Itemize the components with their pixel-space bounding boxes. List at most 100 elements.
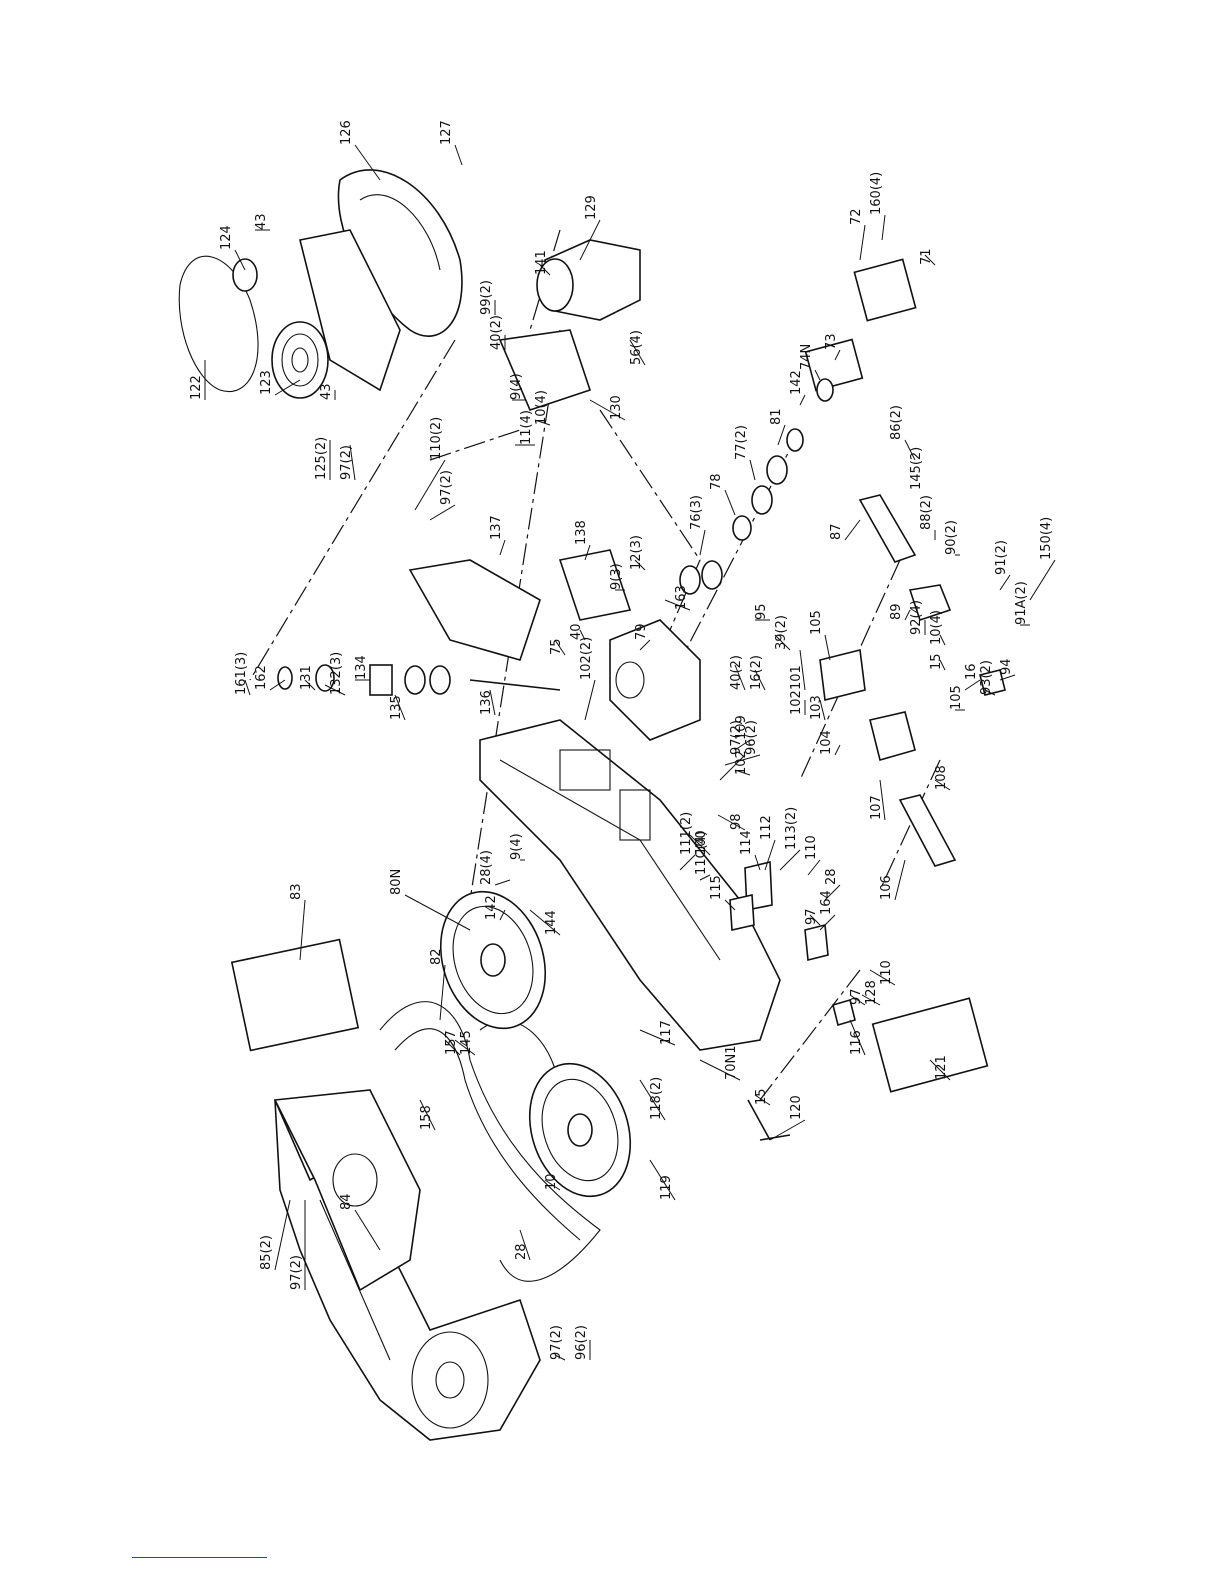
- part-callout: 112: [759, 815, 776, 871]
- part-callout: 105: [949, 685, 965, 711]
- callout-leader: [779, 849, 801, 871]
- part-number-label: 120: [789, 1095, 804, 1120]
- drive-wheel-80N: [439, 890, 547, 1030]
- callout-leader: [554, 1354, 566, 1361]
- gearbox-79: [609, 619, 701, 741]
- callout-leader: [489, 689, 496, 716]
- part-callout: 158: [419, 1099, 436, 1131]
- part-callout: 106: [879, 859, 906, 901]
- part-callout: 114: [739, 830, 761, 871]
- callout-leader: [414, 459, 446, 511]
- callout-leader: [849, 994, 866, 1006]
- plate-137: [408, 559, 541, 661]
- callout-leader: [777, 424, 786, 446]
- part-number-label: 129: [584, 195, 599, 220]
- callout-leader: [499, 909, 506, 921]
- part-callout: 130: [589, 395, 626, 421]
- part-callout: 97(2): [339, 444, 356, 481]
- part-number-label: 110: [879, 960, 894, 985]
- part-number-label: 80N: [389, 869, 404, 895]
- part-callout: 142: [789, 370, 806, 406]
- part-number-label: 141: [534, 250, 549, 275]
- part-number-label: 90(2): [944, 520, 959, 555]
- part-number-label: 116: [849, 1030, 864, 1055]
- part-callout: 78: [709, 473, 736, 516]
- part-callout: 40(2): [729, 655, 746, 691]
- part-callout: 111(2): [679, 812, 696, 871]
- callout-leader: [861, 994, 881, 1006]
- part-number-label: 39(2): [774, 615, 789, 650]
- part-callout: 40(2): [489, 315, 506, 350]
- part-number-label: 108: [934, 765, 949, 790]
- part-callout: 28(4): [479, 850, 511, 886]
- part-number-label: 28(4): [479, 850, 494, 885]
- callout-leader: [634, 559, 646, 571]
- callout-leader: [879, 779, 886, 821]
- part-number-label: 43: [254, 213, 269, 230]
- part-callout: 73: [824, 333, 841, 361]
- part-callout: 110: [804, 835, 821, 876]
- part-number-label: 134: [354, 655, 369, 680]
- part-callout: 131: [299, 665, 316, 691]
- part-callout: 28: [514, 1229, 531, 1261]
- part-number-label: 130: [609, 395, 624, 420]
- part-number-label: 97: [804, 908, 819, 925]
- motor-129: [536, 239, 641, 321]
- part-number-label: 124: [219, 225, 234, 250]
- part-number-label: 97(2): [549, 1325, 564, 1360]
- part-number-label: 109: [734, 715, 749, 740]
- callout-leader: [354, 1209, 381, 1251]
- callout-leader: [639, 639, 651, 651]
- callout-leader: [664, 599, 691, 611]
- callout-leader: [1029, 559, 1056, 601]
- part-callout: 108: [934, 765, 951, 791]
- part-number-label: 77(2): [734, 425, 749, 460]
- part-number-label: 15: [929, 653, 944, 670]
- callout-leader: [499, 539, 506, 556]
- callout-leader: [717, 814, 746, 831]
- part-callout: 129: [579, 195, 601, 261]
- callout-leader: [454, 144, 463, 166]
- part-number-label: 123: [259, 370, 274, 395]
- part-callout: 85(2): [259, 1199, 291, 1271]
- part-number-label: 88(2): [919, 495, 934, 530]
- bearing-stack: [679, 378, 834, 595]
- callout-leader: [924, 254, 936, 266]
- part-number-label: 161(3): [234, 652, 249, 695]
- block-107: [869, 711, 916, 761]
- part-callout: 119: [649, 1159, 676, 1201]
- part-number-label: 150(4): [1039, 517, 1054, 560]
- part-number-label: 98: [729, 813, 744, 830]
- part-number-label: 163: [674, 585, 689, 610]
- part-callout: 102(2): [579, 637, 596, 721]
- callout-leader: [234, 249, 246, 271]
- callout-leader: [724, 899, 736, 911]
- part-number-label: 10(4): [534, 390, 549, 425]
- part-callout: 9(3): [609, 563, 625, 591]
- part-number-label: 97(2): [439, 470, 454, 505]
- callout-leader: [584, 544, 591, 561]
- bracket-164: [804, 923, 829, 962]
- part-callout: 11C(4): [694, 831, 711, 881]
- part-number-label: 43: [319, 383, 334, 400]
- part-number-label: 126: [339, 120, 354, 145]
- callout-leader: [939, 659, 946, 671]
- part-callout: 120: [769, 1095, 806, 1141]
- part-number-label: 157: [444, 1030, 459, 1055]
- part-number-label: 11C(4): [694, 831, 709, 875]
- part-number-label: 112: [759, 815, 774, 840]
- callout-leader: [799, 649, 806, 691]
- callout-leader: [754, 1094, 771, 1106]
- part-callout: 96(2): [574, 1325, 591, 1360]
- part-callout: 101: [789, 649, 806, 691]
- part-number-label: 96(2): [574, 1325, 589, 1360]
- callout-leader: [881, 214, 886, 241]
- block-103: [819, 649, 866, 701]
- part-number-label: 97: [849, 988, 864, 1005]
- part-callout: 71: [919, 248, 936, 266]
- part-number-label: 142: [789, 370, 804, 395]
- part-number-label: 9(4): [509, 373, 524, 400]
- part-callout: 43: [319, 383, 336, 400]
- part-callout: 97(2): [289, 1200, 306, 1290]
- callout-leader: [519, 1229, 531, 1261]
